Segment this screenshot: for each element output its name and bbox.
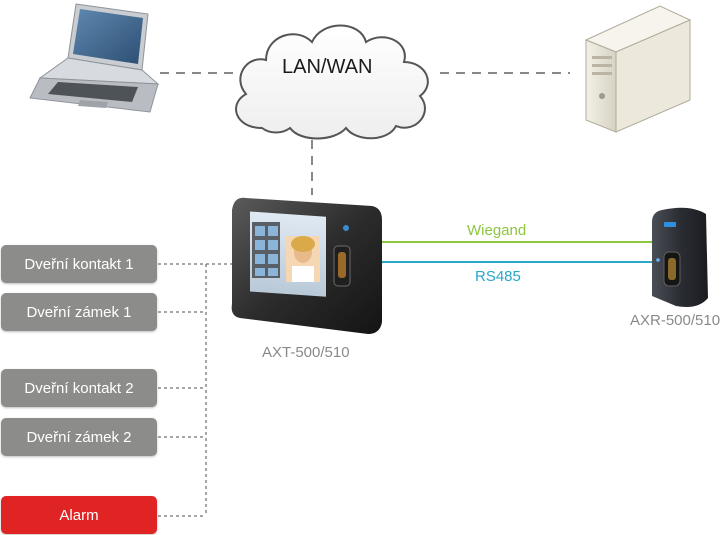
terminal-device-name: AXT-500/510 (262, 344, 350, 361)
io-box-door-lock-1: Dveřní zámek 1 (1, 293, 157, 331)
rs485-label: RS485 (475, 268, 521, 285)
terminal-device-icon (231, 197, 382, 334)
cloud-icon (235, 24, 429, 140)
io-box-alarm: Alarm (1, 496, 157, 534)
io-box-door-contact-1: Dveřní kontakt 1 (1, 245, 157, 283)
wiegand-label: Wiegand (467, 222, 527, 239)
io-box-door-contact-2: Dveřní kontakt 2 (1, 369, 157, 407)
network-links (160, 72, 570, 195)
reader-device-name: AXR-500/510 (630, 312, 721, 329)
laptop-icon (29, 3, 160, 113)
io-connectors (158, 263, 235, 517)
io-box-door-lock-2: Dveřní zámek 2 (1, 418, 157, 456)
cloud-label: LAN/WAN (282, 56, 373, 78)
server-icon (584, 5, 692, 133)
reader-device-icon (652, 207, 708, 307)
